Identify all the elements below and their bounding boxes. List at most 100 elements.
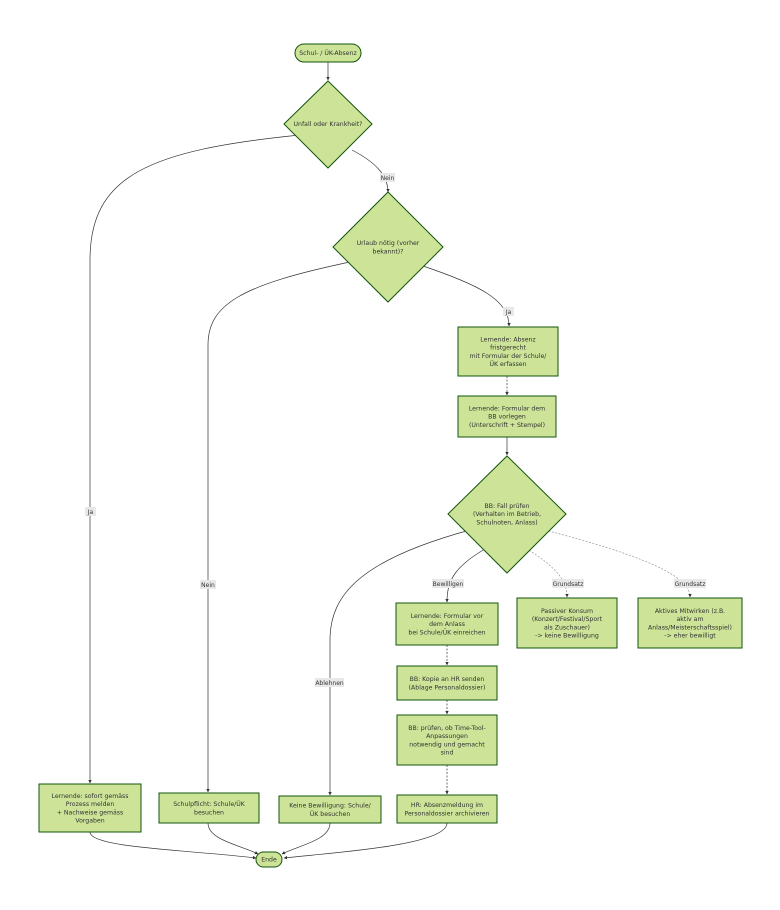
process-copy-hr: BB: Kopie an HR senden(Ablage Personaldo…	[396, 665, 498, 701]
svg-text:Ja: Ja	[87, 509, 94, 516]
svg-text:Ablehnen: Ablehnen	[315, 680, 344, 687]
edge-report-to-end	[89, 831, 257, 860]
process-no-permit-label: Keine Bewilligung: Schule/ÜK besuchen	[289, 803, 371, 818]
node-label-line: Anlass/Meisterschaftsspiel)	[648, 624, 732, 631]
edge-nopermit-to-end	[281, 822, 331, 855]
node-label-line: (Unterschrift + Stempel)	[469, 422, 545, 429]
edge-archive-to-end	[283, 822, 448, 860]
start-node: Schul- / ÜK-Absenz	[294, 43, 362, 63]
svg-text:Nein: Nein	[201, 582, 215, 589]
node-label-line: Unfall oder Krankheit?	[294, 121, 363, 128]
decision-bb-check-label: BB: Fall prüfen(Verhalten im Betrieb,Sch…	[473, 503, 541, 526]
node-label-line: Lernende: Formular dem	[469, 406, 545, 413]
edge-vacation-to-form-yes	[419, 264, 511, 327]
node-label-line: notwendig und gemacht	[409, 741, 485, 748]
node-label-line: Vorgaben	[75, 818, 104, 825]
node-label-line: -> eher bewilligt	[664, 633, 716, 640]
start-node-label: Schul- / ÜK-Absenz	[299, 48, 357, 57]
decision-illness-label: Unfall oder Krankheit?	[294, 121, 363, 128]
node-label-line: BB: Kopie an HR senden	[410, 676, 485, 683]
node-label-line: Anpassungen	[426, 733, 468, 740]
node-label-line: BB: prüfen, ob Time-Tool-	[408, 725, 486, 732]
svg-text:Nein: Nein	[381, 175, 395, 182]
node-label-line: bei Schule/ÜK einreichen	[408, 627, 485, 636]
process-no-permit: Keine Bewilligung: Schule/ÜK besuchen	[278, 795, 382, 824]
node-label-line: sind	[441, 750, 454, 757]
node-label-line: Ende	[261, 857, 277, 864]
node-label-line: ÜK besuchen	[310, 809, 351, 818]
node-label-line: Schulpflicht: Schule/ÜK	[173, 799, 246, 808]
edge-check-to-active	[544, 529, 692, 598]
edge-label-nein-1: Nein	[380, 173, 395, 182]
node-label-line: dem Anlass	[429, 621, 465, 628]
node-label-line: als Zuschauer)	[544, 624, 590, 631]
process-copy-hr-label: BB: Kopie an HR senden(Ablage Personaldo…	[409, 676, 486, 691]
node-label-line: Keine Bewilligung: Schule/	[289, 803, 371, 810]
node-label-line: Lernende: Formular vor	[411, 613, 484, 620]
edge-illness-to-vacation-no	[351, 149, 390, 193]
node-label-line: (Ablage Personaldossier)	[409, 684, 486, 691]
node-label-line: Lernende: sofort gemäss	[52, 793, 129, 800]
node-label-line: Passiver Konsum	[541, 608, 593, 615]
svg-text:Grundsatz: Grundsatz	[553, 581, 584, 588]
node-label-line: Schulnoten, Anlass)	[476, 519, 537, 526]
node-label-line: Schul- / ÜK-Absenz	[299, 48, 357, 57]
node-label-line: bekannt)?	[373, 248, 404, 255]
edge-illness-to-report-yes	[88, 134, 301, 784]
end-node-label: Ende	[261, 857, 277, 864]
node-label-line: besuchen	[194, 809, 224, 816]
edges-layer	[88, 62, 692, 860]
svg-text:Bewilligen: Bewilligen	[433, 581, 464, 588]
edge-label-ja-2: Ja	[503, 307, 514, 316]
node-label-line: mit Formular der Schule/	[470, 353, 548, 360]
svg-text:Grundsatz: Grundsatz	[675, 581, 706, 588]
node-label-line: Aktives Mitwirken (z.B.	[655, 608, 725, 615]
svg-text:Ja: Ja	[505, 309, 512, 316]
node-label-line: BB vorlegen	[488, 414, 526, 421]
node-label-line: fristgerecht	[490, 345, 526, 352]
node-label-line: -> keine Bewilligung	[535, 633, 599, 640]
node-label-line: (Verhalten im Betrieb,	[473, 511, 541, 518]
node-label-line: Urlaub nötig (vorher	[357, 240, 420, 247]
node-label-line: + Nachweise gemäss	[57, 809, 123, 816]
edge-check-to-submit	[445, 544, 493, 603]
node-label-line: aktiv am	[677, 616, 704, 623]
node-label-line: BB: Fall prüfen	[484, 503, 529, 510]
decision-illness: Unfall oder Krankheit?	[283, 80, 373, 169]
end-node: Ende	[255, 851, 283, 868]
edge-label-bewilligen: Bewilligen	[432, 579, 464, 588]
edge-label-grundsatz-1: Grundsatz	[552, 579, 584, 588]
node-label-line: Prozess melden	[66, 801, 115, 808]
node-label-line: HR: Absenzmeldung im	[411, 802, 483, 809]
node-label-line: Lernende: Absenz	[480, 336, 535, 343]
edge-label-grundsatz-2: Grundsatz	[674, 579, 706, 588]
nodes-layer: Schul- / ÜK-Absenz Unfall oder Krankheit…	[38, 43, 743, 868]
edge-label-ablehnen: Ablehnen	[315, 678, 344, 687]
node-label-line: ÜK erfassen	[489, 359, 526, 368]
node-label-line: (Konzert/Festival/Sport	[532, 616, 603, 623]
edge-labels-layer: Nein Ja Ja Nein Bewilligen Grundsatz Gru…	[85, 173, 706, 687]
decision-bb-check: BB: Fall prüfen(Verhalten im Betrieb,Sch…	[447, 455, 567, 574]
edge-vacation-to-schoolduty-no	[206, 261, 351, 793]
edge-label-ja-1: Ja	[85, 507, 96, 516]
